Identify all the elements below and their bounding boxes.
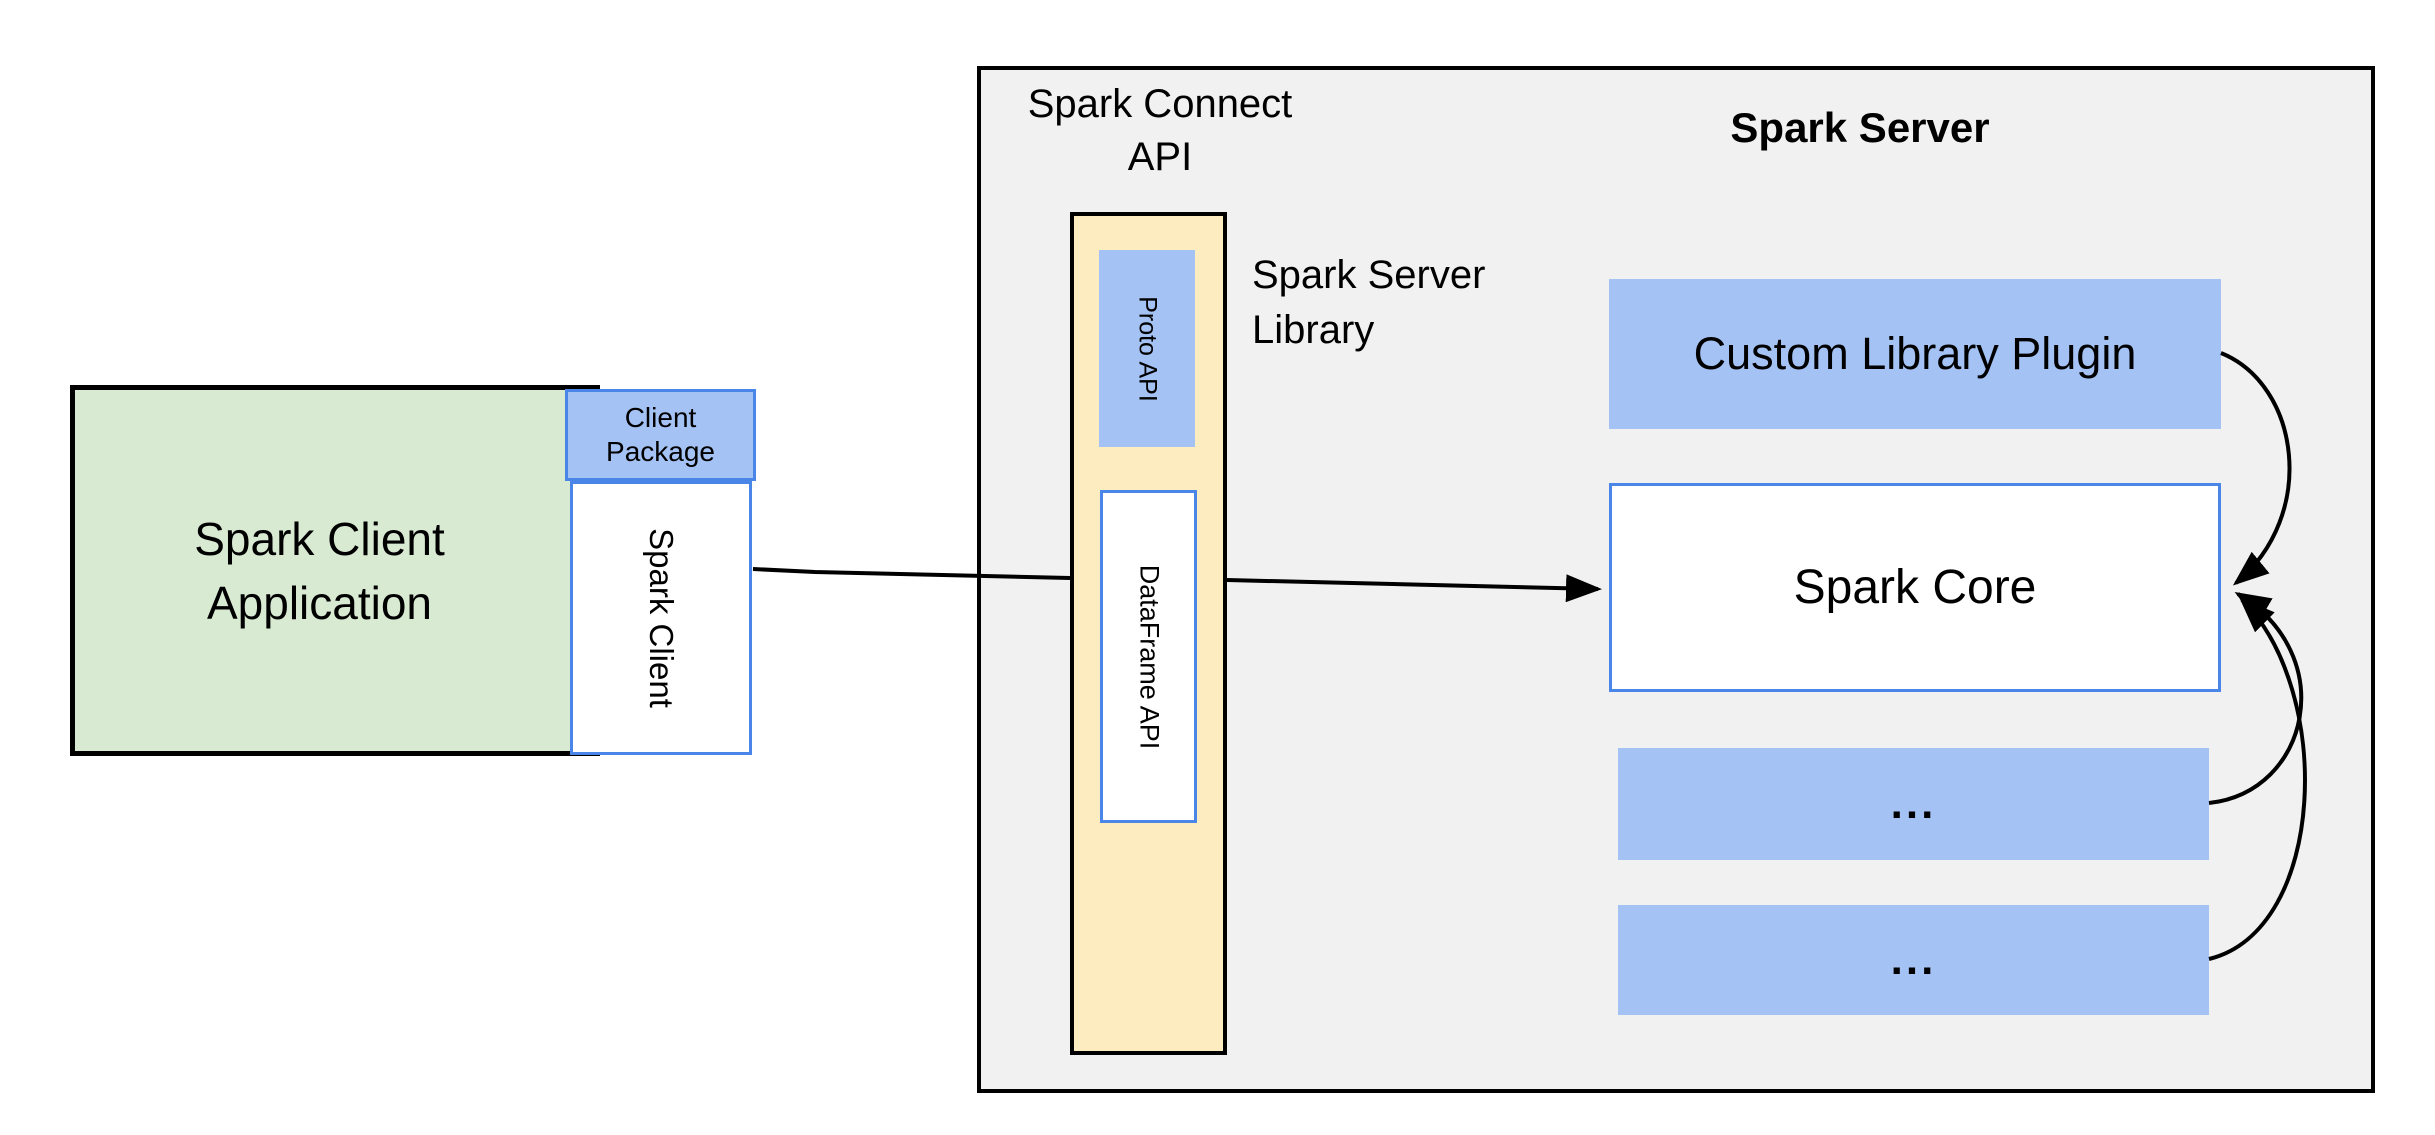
- spark-client-application-box: [70, 385, 600, 756]
- custom-library-plugin-box: Custom Library Plugin: [1609, 279, 2221, 429]
- spark-server-title: Spark Server: [1730, 104, 1990, 151]
- dataframe-api-label: DataFrame API: [1134, 564, 1164, 749]
- proto-api-box: Proto API: [1099, 250, 1195, 447]
- spark-core-label: Spark Core: [1793, 561, 2037, 614]
- ellipsis-box-2-label: ...: [1890, 935, 1937, 984]
- spark-connect-api-label-line2: API: [1127, 135, 1193, 179]
- spark-connect-api-label: Spark Connect API: [960, 78, 1360, 184]
- client-package-label-line1: Client: [624, 402, 697, 433]
- spark-client-application-label: Spark Client Application: [70, 385, 569, 756]
- ellipsis-box-2: ...: [1618, 905, 2209, 1015]
- spark-server-library-label: Spark Server Library: [1252, 248, 1582, 358]
- client-package-box: Client Package: [565, 389, 756, 481]
- spark-connect-api-label-line1: Spark Connect: [1027, 82, 1293, 126]
- spark-client-label: Spark Client: [643, 528, 680, 708]
- proto-api-label: Proto API: [1133, 295, 1162, 402]
- custom-library-plugin-label: Custom Library Plugin: [1693, 328, 2137, 379]
- dataframe-api-box: DataFrame API: [1100, 490, 1197, 823]
- spark-client-application-label-line1: Spark Client: [194, 512, 445, 565]
- client-package-label-line2: Package: [606, 436, 715, 467]
- ellipsis-box-1-label: ...: [1890, 779, 1937, 828]
- spark-server-library-label-line2: Library: [1252, 308, 1375, 352]
- spark-client-application-label-line2: Application: [206, 576, 433, 629]
- ellipsis-box-1: ...: [1618, 748, 2209, 860]
- spark-server-library-label-line1: Spark Server: [1252, 253, 1486, 297]
- spark-client-box: Spark Client: [570, 481, 752, 755]
- spark-core-box: Spark Core: [1609, 483, 2221, 692]
